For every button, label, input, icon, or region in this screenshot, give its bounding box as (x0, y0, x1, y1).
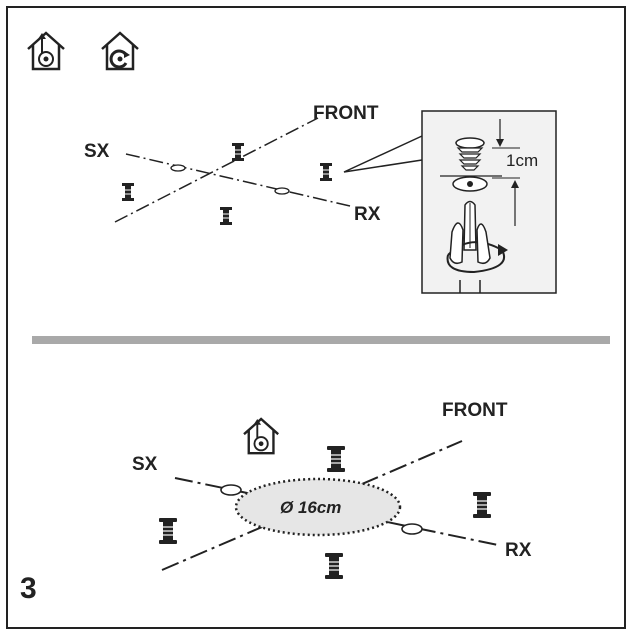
mount-point (274, 187, 290, 195)
mount-point (401, 523, 423, 535)
side-axis-line (125, 153, 351, 207)
label-front: FRONT (313, 103, 379, 124)
label-sx: SX (132, 454, 158, 475)
step-number: 3 (20, 572, 37, 605)
house-recirculation-icon (100, 31, 140, 71)
label-rx: RX (354, 204, 381, 225)
screw-detail-box (421, 110, 557, 294)
hole-diameter-label: Ø 16cm (280, 498, 342, 517)
distance-label: 1cm (506, 151, 539, 170)
label-front: FRONT (442, 400, 508, 421)
detail-callout-pointer (343, 135, 423, 173)
screw (319, 162, 333, 182)
screw (219, 206, 233, 226)
house-ducted-exhaust-icon (242, 417, 280, 455)
screw (472, 491, 492, 519)
screw (231, 142, 245, 162)
label-sx: SX (84, 141, 110, 162)
section-divider (32, 336, 610, 344)
screw (121, 182, 135, 202)
screw (158, 517, 178, 545)
duct-hole (234, 477, 402, 537)
mount-point (220, 484, 242, 496)
screw (326, 445, 346, 473)
screw (324, 552, 344, 580)
house-ducted-exhaust-icon (26, 31, 66, 71)
mount-point (170, 164, 186, 172)
front-axis-line (114, 117, 319, 223)
label-rx: RX (505, 540, 532, 561)
